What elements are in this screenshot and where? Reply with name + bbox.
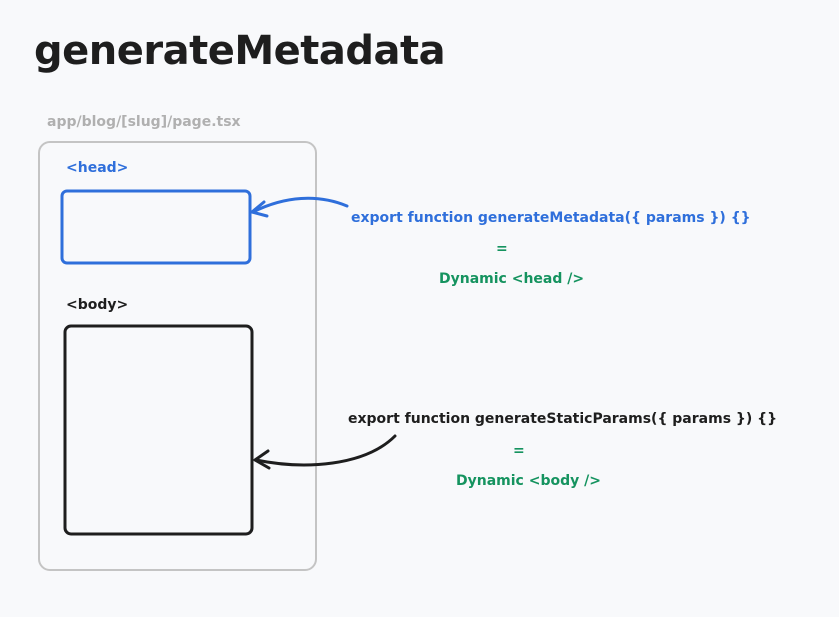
file-path-label: app/blog/[slug]/page.tsx xyxy=(47,114,241,130)
dynamic-head-result: Dynamic <head /> xyxy=(439,271,585,287)
dynamic-body-result: Dynamic <body /> xyxy=(456,473,601,489)
static-params-arrowhead xyxy=(253,449,271,470)
metadata-arrow xyxy=(251,196,349,214)
page-outline xyxy=(38,141,317,571)
body-tag-label: <body> xyxy=(66,297,129,313)
metadata-arrowhead xyxy=(250,200,269,218)
generate-static-params-code: export function generateStaticParams({ p… xyxy=(348,411,778,427)
static-params-arrow xyxy=(254,434,397,467)
generate-metadata-code: export function generateMetadata({ param… xyxy=(351,210,751,226)
head-tag-label: <head> xyxy=(66,160,129,176)
diagram-title: generateMetadata xyxy=(34,28,446,74)
metadata-equals-sign: = xyxy=(496,241,508,257)
body-box xyxy=(63,324,254,536)
static-params-equals-sign: = xyxy=(513,443,525,459)
head-box xyxy=(60,189,252,265)
